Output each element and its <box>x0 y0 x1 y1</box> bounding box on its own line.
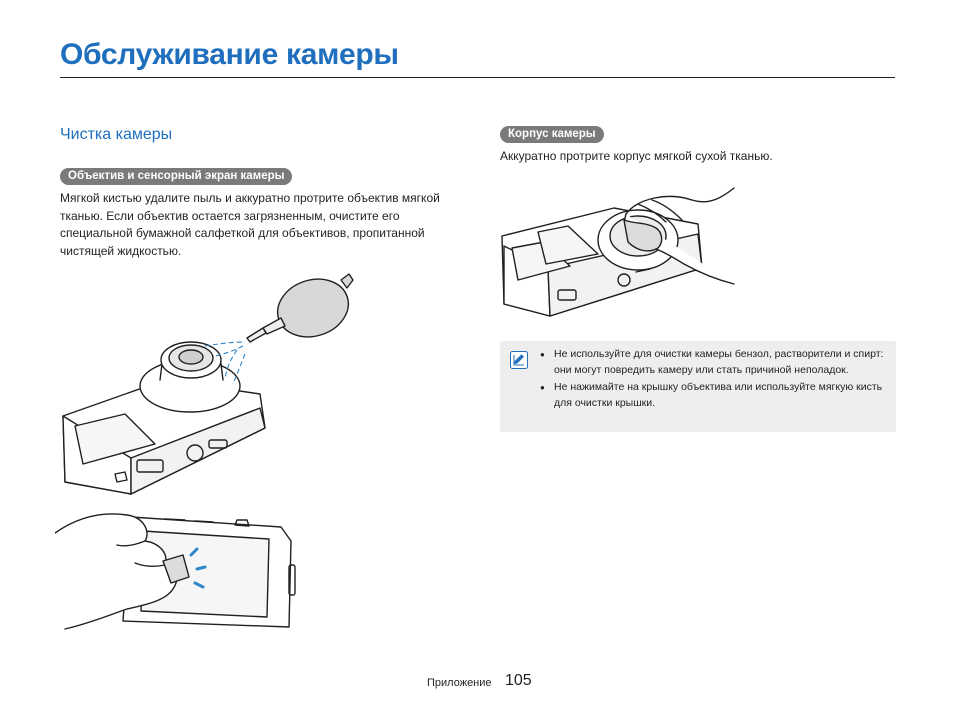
section-heading: Чистка камеры <box>60 126 173 143</box>
page-title: Обслуживание камеры <box>60 38 399 71</box>
lens-cleaning-text: Мягкой кистью удалите пыль и аккуратно п… <box>60 191 440 258</box>
touchscreen-cleaning-illustration <box>55 513 296 630</box>
title-divider <box>60 77 895 78</box>
body-section-label: Корпус камеры <box>500 126 604 143</box>
lens-section-label: Объектив и сенсорный экран камеры <box>60 168 293 185</box>
body-wiping-illustration <box>501 187 735 317</box>
note-box: Не используйте для очистки камеры бензол… <box>500 341 896 432</box>
note-pencil-icon <box>510 351 528 369</box>
note-list: Не используйте для очистки камеры бензол… <box>536 347 886 413</box>
note-item: Не нажимайте на крышку объектива или исп… <box>536 380 886 411</box>
page-number: 105 <box>505 672 532 689</box>
blower-lens-illustration <box>62 273 354 495</box>
note-item: Не используйте для очистки камеры бензол… <box>536 347 886 378</box>
footer-label: Приложение <box>427 677 492 689</box>
body-cleaning-text: Аккуратно протрите корпус мягкой сухой т… <box>500 149 773 163</box>
